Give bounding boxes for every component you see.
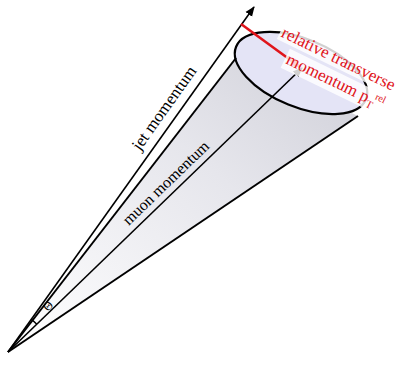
- cone-edge: [8, 58, 236, 352]
- angle-arc: [31, 319, 37, 324]
- jet-momentum-arrow: [8, 7, 254, 352]
- superscript: rel: [374, 91, 388, 106]
- jet-cone: [8, 15, 379, 352]
- cone-edge: [8, 116, 358, 352]
